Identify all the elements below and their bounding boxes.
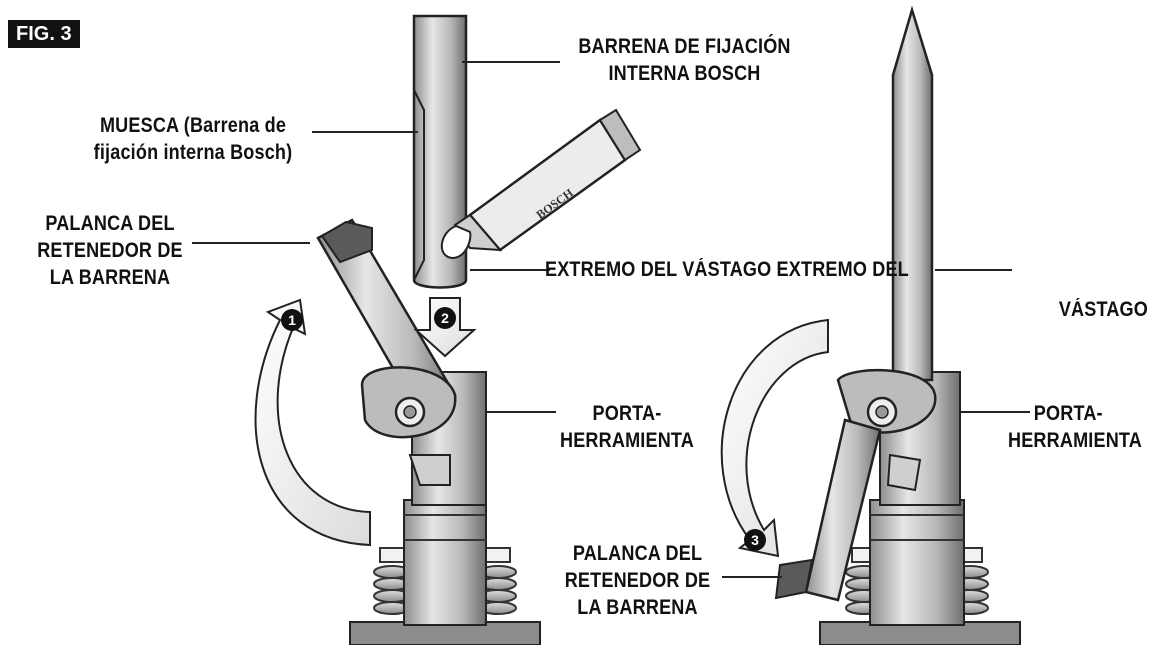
grease-tube (441, 108, 642, 260)
label-extremo-vastago: EXTREMO DEL VÁSTAGO EXTREMO DEL (545, 258, 909, 281)
svg-text:3: 3 (751, 532, 759, 548)
label-vastago: VÁSTAGO (1058, 298, 1148, 321)
leader-lines (192, 61, 1030, 578)
right-retainer-lever (774, 368, 937, 602)
figure-number-badge: FIG. 3 (8, 20, 80, 48)
left-retainer-lever (316, 218, 457, 486)
step-badge-2: 2 (434, 307, 456, 329)
right-bit (891, 5, 934, 382)
left-rotation-arrow (254, 298, 371, 547)
label-porta-herramienta-right: PORTA- HERRAMIENTA (1008, 402, 1142, 452)
left-holder-body-lower (403, 499, 487, 626)
left-spring-right (479, 547, 517, 615)
right-assembly (720, 5, 1021, 645)
svg-text:2: 2 (441, 310, 449, 326)
label-barrena-fijacion: BARRENA DE FIJACIÓN INTERNA BOSCH (578, 35, 791, 85)
left-bit-shank (412, 14, 468, 289)
right-holder-body-lower (869, 499, 965, 626)
right-rotation-arrow (720, 318, 829, 558)
step-badge-1: 1 (281, 309, 303, 331)
svg-text:1: 1 (288, 312, 296, 328)
label-palanca-right: PALANCA DEL RETENEDOR DE LA BARRENA (564, 542, 711, 619)
step-badge-3: 3 (744, 529, 766, 551)
label-porta-herramienta-left: PORTA- HERRAMIENTA (560, 402, 694, 452)
label-palanca-left: PALANCA DEL RETENEDOR DE LA BARRENA (37, 212, 183, 289)
left-assembly (254, 14, 642, 645)
label-muesca: MUESCA (Barrena de fijación interna Bosc… (93, 114, 293, 164)
